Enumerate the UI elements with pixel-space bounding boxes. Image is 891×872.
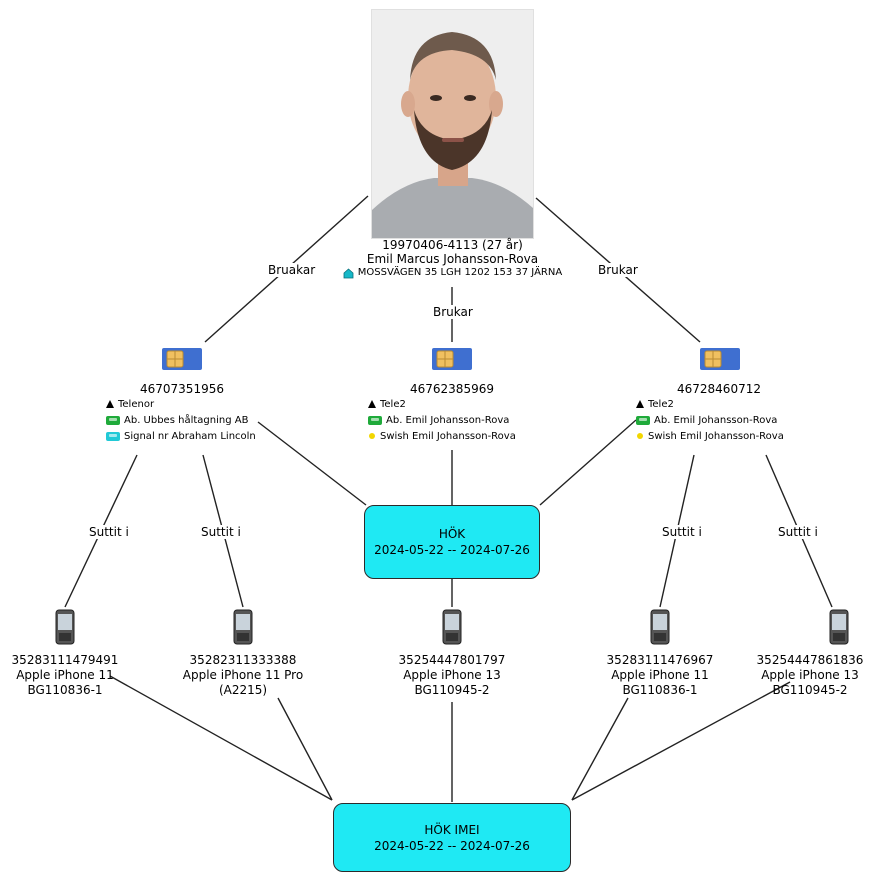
sim-number: 46707351956	[140, 382, 224, 396]
hub-hok-imei-period: 2024-05-22 -- 2024-07-26	[374, 838, 530, 853]
signal-row: Signal nr Abraham Lincoln	[106, 428, 256, 444]
edge-device1-imei	[109, 675, 333, 801]
operator-triangle-icon	[636, 400, 644, 408]
sim-attributes: Telenor Ab. Ubbes håltagning AB Signal n…	[106, 396, 256, 444]
edge-label-sat-in-1: Suttit i	[87, 525, 131, 539]
edge-label-sat-in-2: Suttit i	[199, 525, 243, 539]
subscriber-label: Ab. Ubbes håltagning AB	[124, 414, 249, 426]
edge-label-uses-middle: Brukar	[431, 305, 475, 319]
device-info: 35254447861836 Apple iPhone 13 BG110945-…	[730, 653, 890, 698]
swish-label: Swish Emil Johansson-Rova	[648, 430, 784, 442]
device-model: Apple iPhone 11	[611, 668, 709, 682]
device-model: Apple iPhone 13	[403, 668, 501, 682]
house-icon	[343, 267, 354, 278]
operator-row: Tele2	[368, 396, 516, 412]
device-info: 35283111479491 Apple iPhone 11 BG110836-…	[0, 653, 145, 698]
hub-hok-period: 2024-05-22 -- 2024-07-26	[374, 543, 530, 557]
operator-triangle-icon	[106, 400, 114, 408]
yellow-dot-icon	[369, 433, 375, 439]
edge-label-uses-left: Bruakar	[266, 263, 318, 277]
subscriber-row: Ab. Emil Johansson-Rova	[636, 412, 784, 428]
operator-label: Tele2	[380, 398, 406, 410]
device-model: Apple iPhone 11	[16, 668, 114, 682]
cyan-phone-icon	[106, 431, 120, 441]
device-ref: BG110945-2	[772, 683, 848, 697]
subscriber-label: Ab. Emil Johansson-Rova	[654, 414, 778, 426]
edge-label-sat-in-3: Suttit i	[660, 525, 704, 539]
sim-number: 46728460712	[677, 382, 761, 396]
device-imei: 35254447861836	[756, 653, 864, 667]
subscriber-row: Ab. Ubbes håltagning AB	[106, 412, 256, 428]
device-info: 35283111476967 Apple iPhone 11 BG110836-…	[580, 653, 740, 698]
edge-device5-imei	[571, 681, 791, 801]
swish-row: Swish Emil Johansson-Rova	[636, 428, 784, 444]
green-phone-icon	[636, 415, 650, 425]
sim-card-icon[interactable]	[432, 348, 472, 374]
device-model: Apple iPhone 13	[761, 668, 859, 682]
edge-label-uses-right: Brukar	[596, 263, 640, 277]
sim-card-icon[interactable]	[700, 348, 740, 374]
sim-attributes: Tele2 Ab. Emil Johansson-Rova Swish Emil…	[636, 396, 784, 444]
person-photo[interactable]	[371, 9, 534, 239]
hub-hok-title: HÖK	[438, 527, 466, 541]
swish-row: Swish Emil Johansson-Rova	[368, 428, 516, 444]
sim-attributes: Tele2 Ab. Emil Johansson-Rova Swish Emil…	[368, 396, 516, 444]
device-imei: 35282311333388	[189, 653, 297, 667]
swish-label: Swish Emil Johansson-Rova	[380, 430, 516, 442]
hub-hok[interactable]: HÖK 2024-05-22 -- 2024-07-26	[364, 505, 540, 579]
edge-sim3-hok	[539, 419, 637, 506]
device-imei: 35283111476967	[606, 653, 714, 667]
operator-row: Tele2	[636, 396, 784, 412]
mobile-phone-icon[interactable]	[442, 609, 462, 649]
yellow-dot-icon	[637, 433, 643, 439]
edge-label-sat-in-4: Suttit i	[776, 525, 820, 539]
sim-card-icon[interactable]	[162, 348, 202, 374]
device-ref: (A2215)	[218, 683, 268, 697]
signal-label: Signal nr Abraham Lincoln	[124, 430, 256, 442]
device-imei: 35254447801797	[398, 653, 506, 667]
subscriber-label: Ab. Emil Johansson-Rova	[386, 414, 510, 426]
device-imei: 35283111479491	[11, 653, 119, 667]
person-info: 19970406-4113 (27 år) Emil Marcus Johans…	[290, 238, 615, 280]
person-id-number: 19970406-4113 (27 år)	[382, 238, 523, 252]
device-info: 35282311333388 Apple iPhone 11 Pro (A221…	[163, 653, 323, 698]
person-address: MOSSVÄGEN 35 LGH 1202 153 37 JÄRNA	[357, 267, 563, 278]
hub-hok-imei-title: HÖK IMEI	[424, 822, 480, 837]
mobile-phone-icon[interactable]	[650, 609, 670, 649]
device-ref: BG110836-1	[622, 683, 698, 697]
edge-device4-imei	[571, 697, 629, 801]
edge-device2-imei	[277, 697, 333, 801]
operator-triangle-icon	[368, 400, 376, 408]
green-phone-icon	[106, 415, 120, 425]
mobile-phone-icon[interactable]	[829, 609, 849, 649]
green-phone-icon	[368, 415, 382, 425]
device-model: Apple iPhone 11 Pro	[182, 668, 304, 682]
hub-hok-imei[interactable]: HÖK IMEI 2024-05-22 -- 2024-07-26	[333, 803, 571, 872]
operator-label: Telenor	[118, 398, 155, 410]
person-name: Emil Marcus Johansson-Rova	[366, 252, 539, 266]
mobile-phone-icon[interactable]	[233, 609, 253, 649]
subscriber-row: Ab. Emil Johansson-Rova	[368, 412, 516, 428]
sim-number: 46762385969	[410, 382, 494, 396]
operator-row: Telenor	[106, 396, 256, 412]
device-ref: BG110945-2	[414, 683, 490, 697]
mobile-phone-icon[interactable]	[55, 609, 75, 649]
person-address-row: MOSSVÄGEN 35 LGH 1202 153 37 JÄRNA	[290, 266, 615, 280]
device-info: 35254447801797 Apple iPhone 13 BG110945-…	[372, 653, 532, 698]
operator-label: Tele2	[648, 398, 674, 410]
device-ref: BG110836-1	[27, 683, 103, 697]
edge-sim1-hok	[257, 421, 367, 506]
